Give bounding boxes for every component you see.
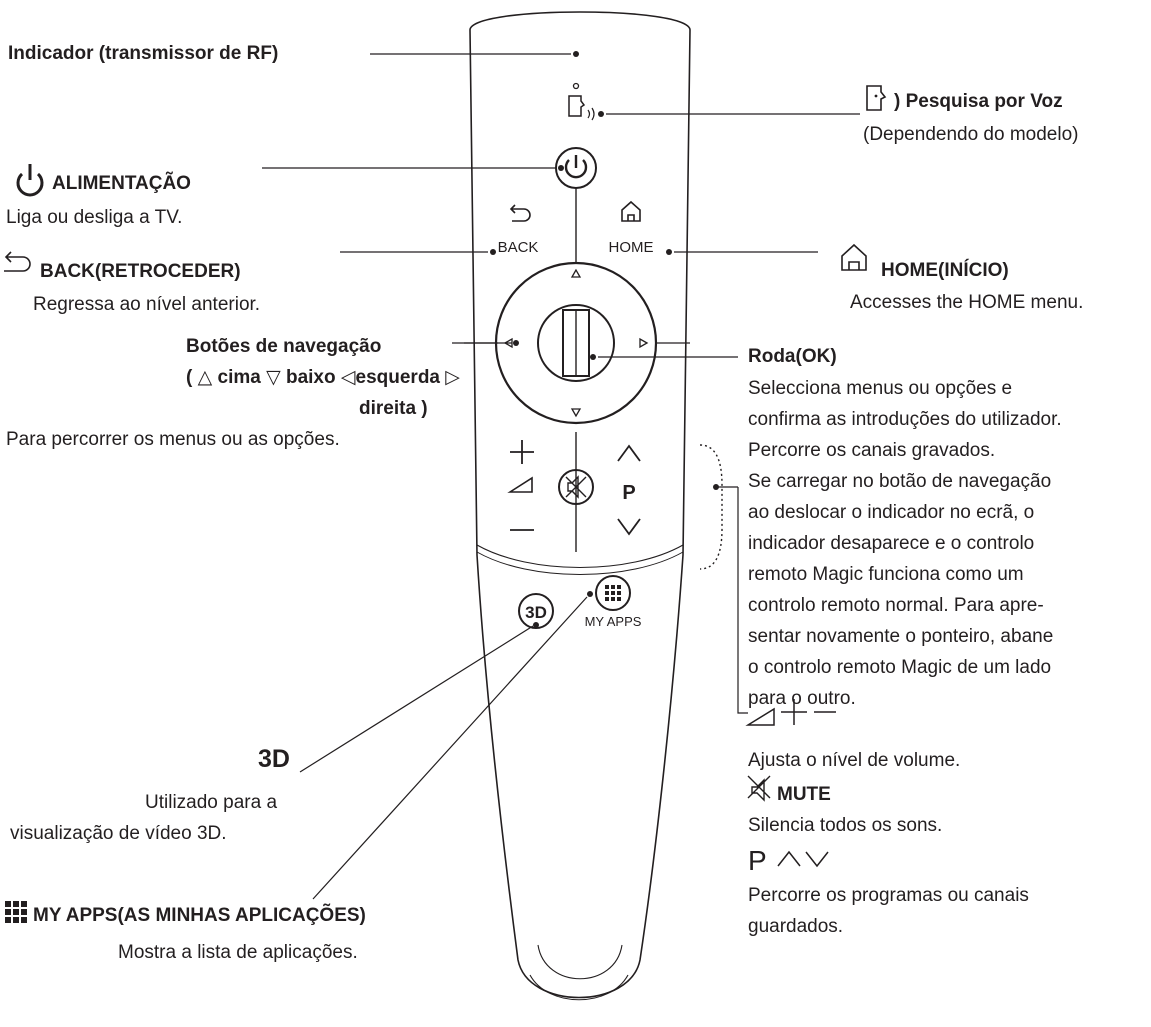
navigation-directions-end: direita ): [359, 398, 428, 419]
power-title: ALIMENTAÇÃO: [52, 173, 191, 194]
threed-desc-1: Utilizado para a: [145, 792, 278, 813]
apps-grid-icon: [605, 585, 621, 601]
mute-desc: Silencia todos os sons.: [748, 815, 943, 836]
wheel-desc: Selecciona menus ou opções e confirma as…: [748, 373, 1062, 714]
wheel-desc-line: ao deslocar o indicador no ecrã, o: [748, 502, 1035, 523]
remote-body: [464, 11, 691, 1001]
channel-desc-2: guardados.: [748, 916, 844, 937]
threed-leader: [299, 625, 534, 773]
myapps-title: MY APPS(AS MINHAS APLICAÇÕES): [33, 905, 366, 926]
volume-icon: [507, 476, 533, 493]
channel-desc-1: Percorre os programas ou canais: [748, 885, 1029, 906]
myapps-leader: [312, 596, 588, 900]
wheel-desc-line: indicador desaparece e o controlo: [748, 533, 1035, 554]
back-desc: Regressa ao nível anterior.: [33, 294, 261, 315]
volume-up-button[interactable]: [510, 440, 534, 464]
callout-home-icon: [841, 243, 867, 271]
threed-desc-2: visualização de vídeo 3D.: [10, 823, 227, 844]
back-button[interactable]: BACK: [498, 204, 539, 256]
myapps-desc: Mostra a lista de aplicações.: [118, 942, 358, 963]
side-bracket: [699, 444, 723, 570]
channel-title: P: [748, 845, 767, 876]
callout-volume-icon: [745, 699, 836, 726]
callout-voice-icon: [866, 85, 887, 111]
nav-left-small-icon: ◁: [340, 367, 356, 388]
navigation-title: Botões de navegação: [186, 336, 382, 357]
navigation-directions: ( △ cima ▽ baixo ◁esquerda ▷: [186, 367, 460, 388]
threed-title: 3D: [258, 745, 290, 773]
volume-leader: [737, 487, 748, 714]
channel-up-button[interactable]: [617, 444, 641, 462]
wheel-desc-line: Percorre os canais gravados.: [748, 440, 996, 461]
my-apps-button[interactable]: MY APPS: [585, 575, 642, 629]
power-desc: Liga ou desliga a TV.: [6, 207, 183, 228]
callout-mute-icon: [747, 775, 771, 802]
navigation-desc: Para percorrer os menus ou as opções.: [6, 429, 340, 450]
home-button-label: HOME: [609, 239, 654, 256]
mute-title: MUTE: [777, 784, 831, 805]
mute-button[interactable]: [558, 469, 594, 505]
wheel-desc-line: confirma as introduções do utilizador.: [748, 409, 1062, 430]
volume-desc: Ajusta o nível de volume.: [748, 750, 961, 771]
3d-button-label: 3D: [525, 603, 547, 622]
callout-myapps-icon: [5, 901, 27, 923]
nav-right-small-icon: ▷: [445, 367, 460, 388]
indicator-title: Indicador (transmissor de RF): [8, 43, 279, 64]
home-button[interactable]: HOME: [609, 200, 654, 256]
voice-search-icon[interactable]: [568, 82, 595, 121]
nav-down-icon: [570, 408, 582, 418]
wheel-desc-line: remoto Magic funciona como um: [748, 564, 1024, 585]
wheel-desc-line: Selecciona menus ou opções e: [748, 378, 1013, 399]
back-button-label: BACK: [498, 239, 539, 256]
wheel-desc-line: sentar novamente o ponteiro, abane: [748, 626, 1054, 647]
callout-power-icon: [16, 164, 44, 197]
wheel-ok-button[interactable]: [537, 304, 615, 382]
voice-title: ) Pesquisa por Voz: [894, 91, 1063, 112]
channel-down-button[interactable]: [617, 518, 641, 536]
channel-p-label: P: [622, 482, 635, 504]
nav-up-small-icon: △: [197, 367, 218, 388]
home-desc: Accesses the HOME menu.: [850, 292, 1084, 313]
voice-desc: (Dependendo do modelo): [863, 124, 1079, 145]
nav-up-icon: [570, 268, 582, 278]
callout-lines: [262, 51, 860, 900]
my-apps-button-label: MY APPS: [585, 614, 642, 629]
nav-right-icon: [639, 337, 649, 349]
wheel-desc-line: para o outro.: [748, 688, 856, 709]
wheel-title: Roda(OK): [748, 346, 837, 367]
nav-down-small-icon: ▽: [266, 367, 286, 388]
back-title: BACK(RETROCEDER): [40, 261, 241, 282]
wheel-desc-line: controlo remoto normal. Para apre-: [748, 595, 1044, 616]
wheel-desc-line: Se carregar no botão de navegação: [748, 471, 1052, 492]
callout-channel-icon: [777, 850, 829, 868]
home-title: HOME(INÍCIO): [881, 260, 1009, 281]
callout-back-icon: [4, 251, 31, 272]
wheel-desc-line: o controlo remoto Magic de um lado: [748, 657, 1052, 678]
